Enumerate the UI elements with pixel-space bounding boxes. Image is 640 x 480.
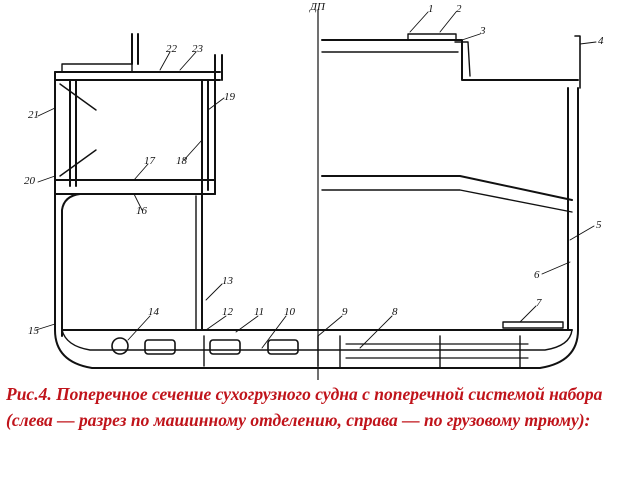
callout-14: 14 bbox=[148, 306, 160, 318]
callout-16: 16 bbox=[136, 205, 148, 217]
callout-23: 23 bbox=[192, 43, 204, 55]
hull-outline bbox=[54, 71, 579, 369]
callout-1: 1 bbox=[428, 3, 434, 15]
callout-11: 11 bbox=[254, 306, 264, 318]
callout-17: 17 bbox=[144, 155, 156, 167]
callout-18: 18 bbox=[176, 155, 188, 167]
callout-5: 5 bbox=[596, 219, 602, 231]
callout-12: 12 bbox=[222, 306, 234, 318]
callout-21: 21 bbox=[28, 109, 39, 121]
figure-caption: Рис.4. Поперечное сечение сухогрузного с… bbox=[6, 384, 603, 430]
callout-2: 2 bbox=[456, 3, 462, 15]
callout-6: 6 bbox=[534, 269, 540, 281]
centerline-label: ДП bbox=[309, 1, 326, 13]
callout-22: 22 bbox=[166, 43, 178, 55]
callout-13: 13 bbox=[222, 275, 234, 287]
deck-right bbox=[321, 39, 579, 81]
callout-9: 9 bbox=[342, 306, 348, 318]
upper-deck-plate bbox=[61, 63, 133, 73]
tween-deck bbox=[321, 175, 573, 201]
callout-15: 15 bbox=[28, 325, 40, 337]
callout-7: 7 bbox=[536, 297, 542, 309]
ship-cross-section-drawing: ДП 1 2 3 4 5 6 7 8 9 10 11 12 13 14 15 1… bbox=[24, 1, 604, 380]
callout-4: 4 bbox=[598, 35, 604, 47]
callout-19: 19 bbox=[224, 91, 236, 103]
callout-20: 20 bbox=[24, 175, 36, 187]
callout-10: 10 bbox=[284, 306, 296, 318]
callout-8: 8 bbox=[392, 306, 398, 318]
callout-3: 3 bbox=[479, 25, 486, 37]
